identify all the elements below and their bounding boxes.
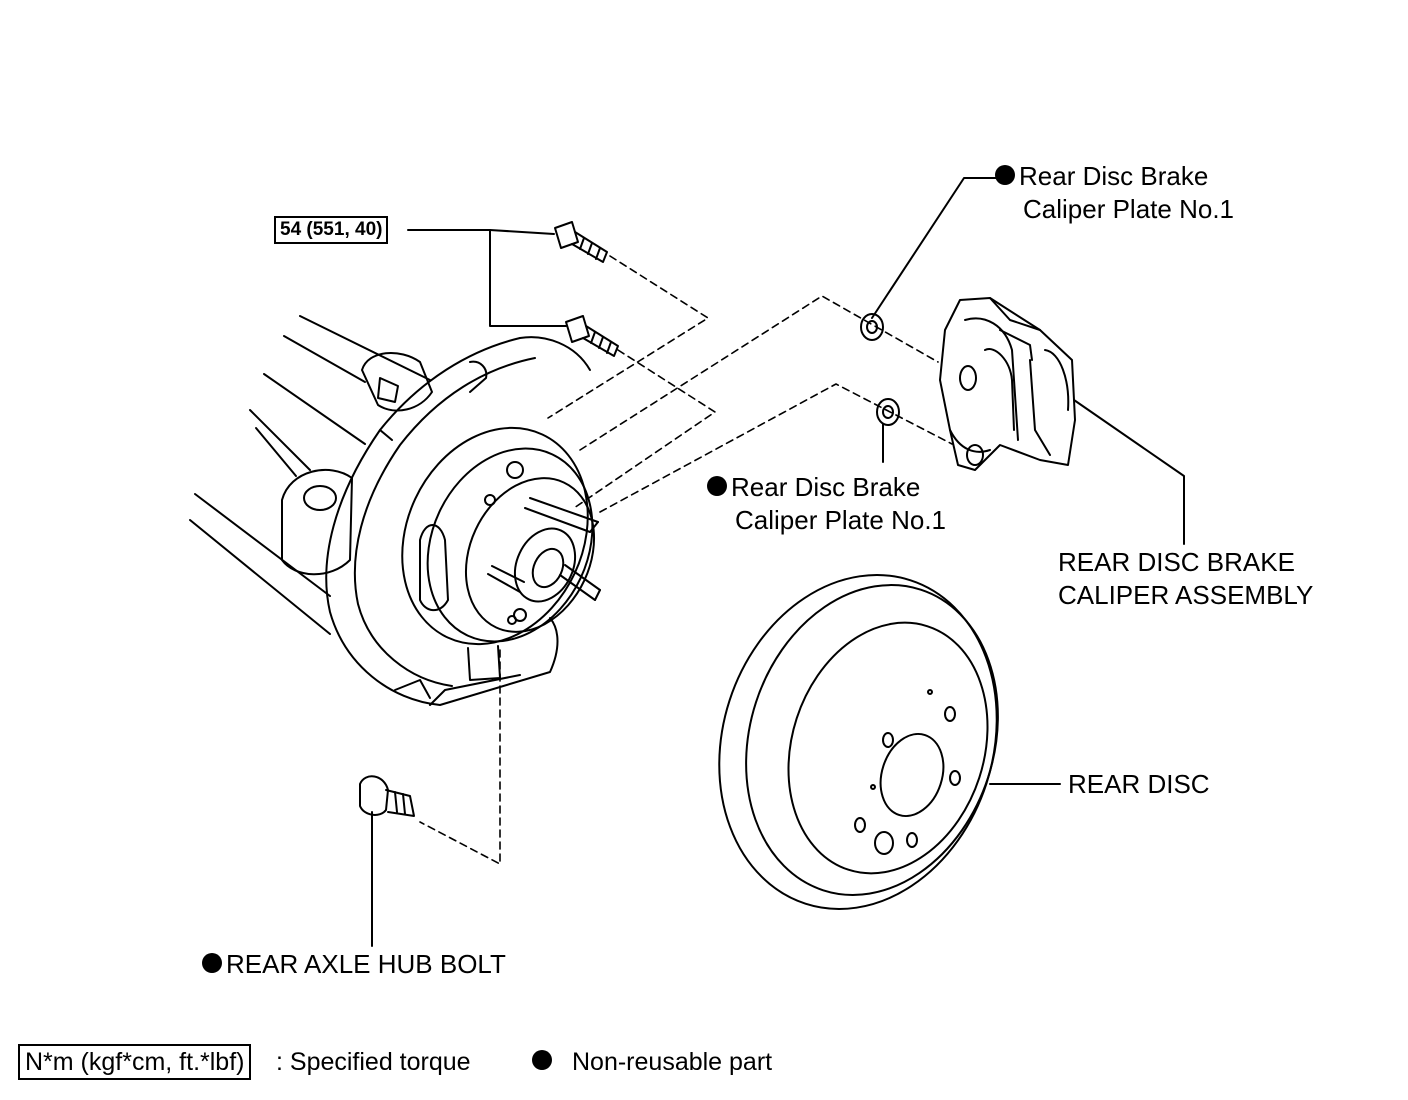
label-caliper-plate-upper: Rear Disc Brake Caliper Plate No.1 — [995, 160, 1234, 226]
torque-bolts — [554, 221, 619, 357]
hub-bolt — [359, 775, 415, 817]
legend-torque-desc: : Specified torque — [276, 1048, 471, 1076]
leader-lines — [371, 177, 1185, 947]
label-caliper-plate-lower: Rear Disc Brake Caliper Plate No.1 — [707, 471, 946, 537]
torque-callout: 54 (551, 40) — [274, 216, 389, 244]
non-reusable-bullet-icon — [707, 476, 727, 497]
suspension-arms — [189, 315, 433, 635]
label-hub-bolt: REAR AXLE HUB BOLT — [202, 948, 506, 981]
label-rear-disc: REAR DISC — [1068, 769, 1210, 799]
rear-disc — [718, 574, 999, 910]
non-reusable-bullet-icon — [995, 165, 1015, 186]
legend-nonreusable: Non-reusable part — [532, 1046, 772, 1078]
non-reusable-bullet-icon — [202, 953, 222, 974]
legend-torque-unit: N*m (kgf*cm, ft.*lbf) — [18, 1044, 252, 1080]
label-caliper-assembly: REAR DISC BRAKE CALIPER ASSEMBLY — [1058, 547, 1314, 610]
assembly-dashed-lines — [419, 255, 953, 865]
axle-hub — [401, 426, 601, 646]
dust-shield — [325, 336, 591, 706]
caliper-plate-washers — [860, 313, 900, 426]
brake-caliper-assembly — [939, 297, 1076, 471]
non-reusable-bullet-icon — [532, 1050, 552, 1071]
